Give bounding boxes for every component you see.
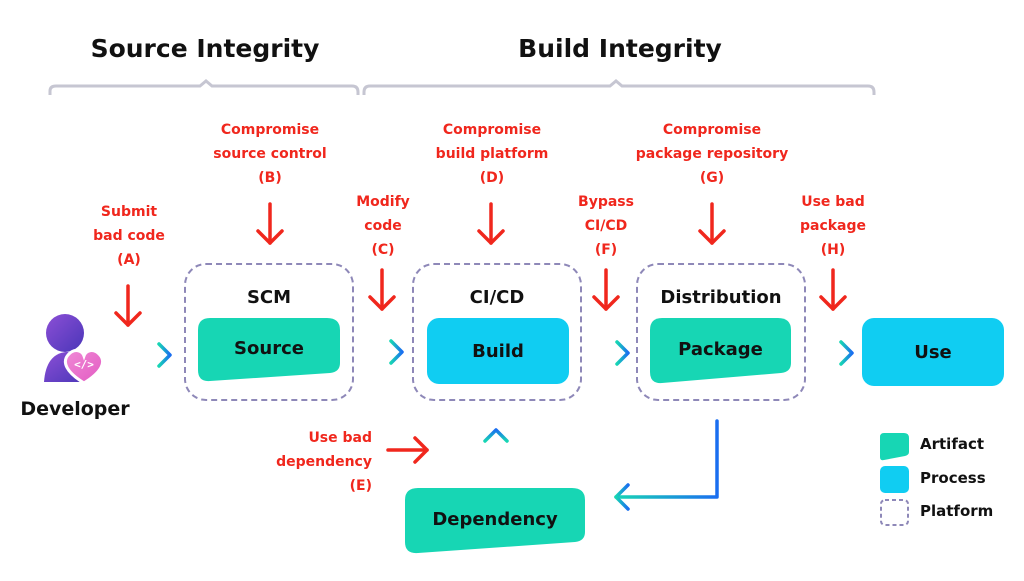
threat-label-c: Modify code (C) xyxy=(356,194,410,258)
platform-distribution xyxy=(636,263,806,401)
flow-arrow-developer-to-scm xyxy=(126,342,172,368)
dependency-artifact-shape xyxy=(405,488,585,554)
platform-cicd xyxy=(412,263,582,401)
threat-label-e: Use bad dependency (E) xyxy=(276,430,372,494)
legend-platform-label: Platform xyxy=(920,502,994,520)
legend-process-label: Process xyxy=(920,469,986,487)
legend-artifact-swatch xyxy=(880,433,909,461)
node-package: Package xyxy=(678,339,763,360)
platform-scm-label: SCM xyxy=(246,287,292,308)
node-build: Build xyxy=(427,318,569,384)
legend-platform-swatch xyxy=(880,499,909,526)
build-integrity-brace xyxy=(362,79,876,95)
build-integrity-title: Build Integrity xyxy=(518,34,722,63)
threat-arrow-g xyxy=(698,202,726,245)
source-integrity-title: Source Integrity xyxy=(90,34,320,63)
threat-arrow-f xyxy=(592,268,620,311)
node-source: Source xyxy=(234,338,304,359)
node-dependency: Dependency xyxy=(432,509,558,530)
node-use-label: Use xyxy=(914,341,952,363)
flow-arrow-package-to-dependency xyxy=(614,419,719,511)
threat-label-a: Submit bad code (A) xyxy=(93,204,165,268)
threat-arrow-a xyxy=(114,284,142,327)
platform-distribution-label: Distribution xyxy=(660,287,782,308)
package-artifact-shape xyxy=(650,318,791,384)
threat-label-b: Compromise source control (B) xyxy=(213,122,327,186)
node-build-label: Build xyxy=(472,340,524,362)
threat-arrow-h xyxy=(819,268,847,311)
platform-scm xyxy=(184,263,354,401)
threat-label-f: Bypass CI/CD (F) xyxy=(578,194,634,258)
source-integrity-brace xyxy=(48,79,360,95)
legend-process-swatch xyxy=(880,466,909,493)
source-artifact-shape xyxy=(198,318,340,382)
flow-arrow-dependency-to-build xyxy=(483,428,509,470)
threat-arrow-e xyxy=(386,436,429,464)
threat-label-h: Use bad package (H) xyxy=(799,194,867,258)
legend-artifact-label: Artifact xyxy=(920,435,985,453)
svg-text:</>: </> xyxy=(74,358,94,371)
flow-arrow-scm-to-cicd xyxy=(360,339,404,365)
threat-label-g: Compromise package repository (G) xyxy=(635,122,789,186)
node-use: Use xyxy=(862,318,1004,386)
flow-arrow-distribution-to-use xyxy=(809,340,854,366)
threat-arrow-b xyxy=(256,202,284,245)
threat-arrow-c xyxy=(368,268,396,311)
developer-label: Developer xyxy=(20,398,130,420)
developer-icon: </> xyxy=(44,314,105,385)
threat-label-d: Compromise build platform (D) xyxy=(435,122,549,186)
threat-arrow-d xyxy=(477,202,505,245)
flow-arrow-cicd-to-distribution xyxy=(586,340,630,366)
platform-cicd-label: CI/CD xyxy=(469,287,525,308)
